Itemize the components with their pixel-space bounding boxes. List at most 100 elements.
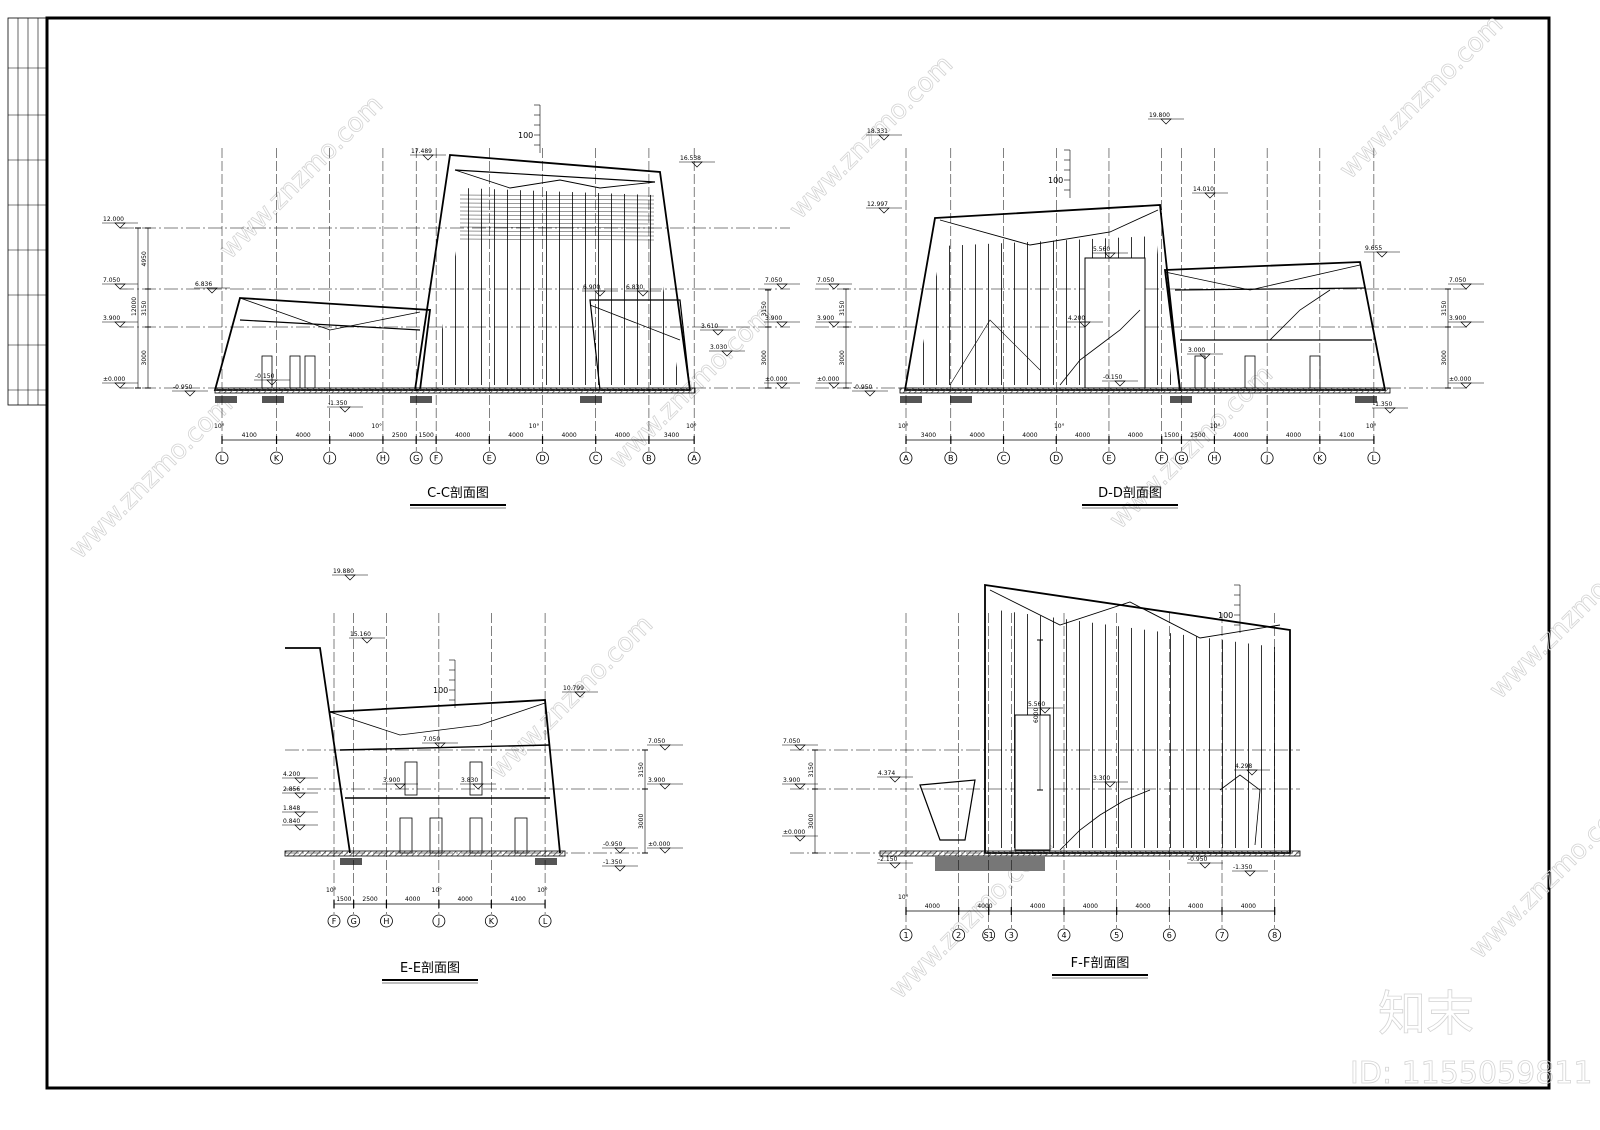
span-dimension: 3400 — [921, 432, 936, 439]
vertical-dimension-label: 3000 — [638, 814, 645, 829]
elevation-mark: 3.610 — [700, 323, 736, 336]
elevation-triangle-icon — [339, 406, 351, 413]
axis-bubble — [1208, 451, 1221, 465]
elevation-label: 3.830 — [461, 777, 478, 784]
elevation-triangle-icon — [1384, 407, 1396, 414]
elevation-mark: -2.150 — [877, 856, 913, 869]
louver-line — [459, 238, 655, 241]
elevation-label: 17.489 — [411, 148, 432, 155]
stair — [1269, 289, 1331, 341]
vertical-dimension-label: 3000 — [808, 814, 815, 829]
footing — [900, 396, 922, 403]
angle-label: 10° — [686, 423, 697, 430]
axis-bubble — [642, 451, 656, 465]
axis-label-G: G — [413, 454, 419, 463]
axis-bubble — [1268, 928, 1282, 942]
elevation-mark: 14.010 — [1192, 186, 1228, 199]
angle-label: 10° — [1054, 423, 1065, 430]
axis-label-4: 4 — [1061, 931, 1066, 940]
elevation-label: 16.538 — [680, 155, 701, 162]
span-dimension: 4000 — [1241, 903, 1256, 910]
vertical-dimension-label: 4950 — [141, 251, 148, 266]
angle-label: 10° — [529, 423, 540, 430]
section-title: E-E剖面图 — [400, 961, 460, 976]
span-dimension: 4000 — [405, 896, 420, 903]
louver-line — [459, 234, 655, 237]
elevation-mark: 7.050 — [782, 738, 818, 751]
axis-label-K: K — [274, 454, 280, 463]
elevation-triangle-icon — [878, 207, 890, 214]
elevation-mark: 2.856 — [282, 786, 318, 799]
elevation-triangle-icon — [794, 835, 806, 842]
axis-bubble — [1102, 451, 1116, 465]
span-dimension: 4000 — [295, 432, 310, 439]
axis-bubble — [982, 928, 996, 942]
axis-bubble — [215, 451, 229, 465]
span-dimension: 4000 — [1022, 432, 1037, 439]
elevation-triangle-icon — [614, 865, 626, 872]
elevation-mark: 16.538 — [679, 155, 715, 168]
span-dimension: 1500 — [1164, 432, 1179, 439]
axis-bubble — [899, 928, 913, 942]
footing — [340, 858, 362, 865]
axis-bubble — [687, 451, 701, 465]
elevation-mark: 3.000 — [1187, 347, 1223, 360]
elevation-label: ±0.000 — [765, 376, 787, 383]
footing — [410, 396, 432, 403]
elevation-mark: 7.050 — [764, 277, 800, 290]
elevation-label: ±0.000 — [783, 829, 805, 836]
elevation-label: 6.900 — [583, 284, 600, 291]
span-dimension: 1500 — [419, 432, 434, 439]
axis-bubble — [323, 451, 337, 465]
elevation-triangle-icon — [889, 862, 901, 869]
elevation-mark: 0.840 — [282, 818, 318, 831]
roof-truss — [454, 169, 656, 189]
axis-bubble — [409, 451, 423, 465]
axis-label-D: D — [1053, 454, 1059, 463]
material-callout: 100 — [433, 659, 456, 708]
axis-label-L: L — [1372, 454, 1377, 463]
elevation-mark: 18.331 — [866, 128, 902, 141]
axis-label-A: A — [903, 454, 909, 463]
roof-truss — [939, 209, 1159, 246]
angle-label: 10° — [1366, 423, 1377, 430]
elevation-triangle-icon — [1460, 283, 1472, 290]
roof-truss-chord — [454, 169, 656, 183]
elevation-triangle-icon — [794, 744, 806, 751]
ground-slab — [899, 387, 1391, 394]
axis-label-F: F — [1159, 454, 1164, 463]
elevation-label: -0.950 — [853, 384, 873, 391]
axis-label-E: E — [1106, 454, 1111, 463]
axis-label-K: K — [1317, 454, 1323, 463]
axis-label-L: L — [543, 917, 548, 926]
span-dimension: 4100 — [511, 896, 526, 903]
watermark-site: www.znzmo.com — [784, 50, 959, 225]
span-dimension: 4000 — [349, 432, 364, 439]
elevation-label: 3.900 — [1449, 315, 1466, 322]
axis-bubble — [1004, 928, 1018, 942]
elevation-label: 3.900 — [783, 777, 800, 784]
ground-slab — [879, 850, 1301, 857]
elevation-mark: 6.836 — [194, 281, 230, 294]
elevation-label: 4.200 — [1068, 315, 1085, 322]
span-dimension: 4000 — [1286, 432, 1301, 439]
elevation-mark: ±0.000 — [1448, 376, 1484, 389]
elevation-label: 6.830 — [626, 284, 643, 291]
elevation-mark: ±0.000 — [647, 841, 683, 854]
watermark-site: www.znzmo.com — [64, 390, 239, 565]
elevation-label: 7.050 — [423, 736, 440, 743]
vertical-dimension-label: 6000 — [1033, 708, 1040, 723]
axis-label-F: F — [332, 917, 337, 926]
axis-bubble — [589, 451, 603, 465]
vertical-dimension-label: 3000 — [761, 350, 768, 365]
span-dimension: 4000 — [457, 896, 472, 903]
elevation-mark: 3.900 — [647, 777, 683, 790]
elevation-mark: 7.050 — [1448, 277, 1484, 290]
floor-slab — [1174, 287, 1366, 291]
footing — [580, 396, 602, 403]
material-callout-number: 100 — [1048, 176, 1063, 185]
elevation-mark: 4.298 — [1234, 763, 1270, 776]
